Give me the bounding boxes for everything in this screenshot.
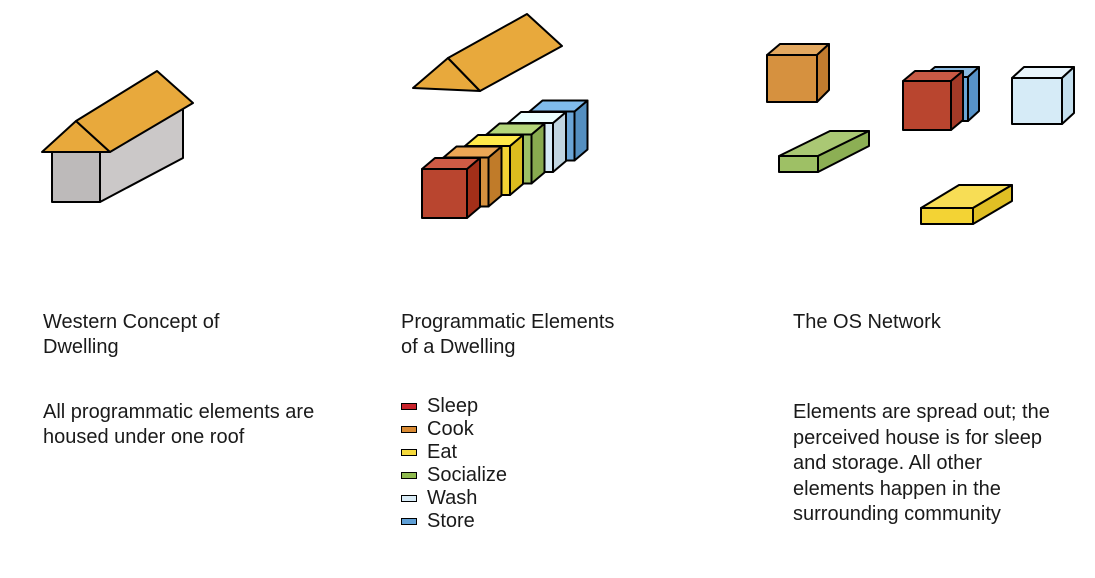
os-wash-cube	[1011, 66, 1075, 125]
house-roof	[75, 70, 194, 153]
legend-label-wash: Wash	[427, 487, 478, 509]
os-network-description: Elements are spread out; the perceived h…	[793, 401, 1050, 525]
os-network-blocks	[766, 43, 1075, 225]
programmatic-elements-title: Programmatic Elements of a Dwelling	[401, 311, 615, 358]
legend-label-store: Store	[427, 510, 475, 532]
legend-item-wash: Wash	[401, 487, 507, 510]
legend-label-cook: Cook	[427, 418, 474, 440]
western-concept-title: Western Concept of Dwelling	[43, 311, 220, 358]
legend-item-eat: Eat	[401, 441, 507, 464]
legend-item-cook: Cook	[401, 418, 507, 441]
socialize-swatch	[401, 472, 417, 479]
program-legend: Sleep Cook Eat Socialize Wash Store	[401, 395, 507, 533]
os-socialize-slab	[778, 130, 870, 173]
store-swatch	[401, 518, 417, 525]
house-front-wall	[51, 151, 101, 203]
program-block-row	[421, 99, 589, 219]
os-cook-cube	[766, 43, 830, 103]
os-sleep-cube	[902, 70, 964, 131]
legend-label-sleep: Sleep	[427, 395, 479, 417]
legend-item-store: Store	[401, 510, 507, 533]
western-house-illustration	[41, 70, 194, 203]
legend-label-eat: Eat	[427, 441, 458, 463]
legend-item-sleep: Sleep	[401, 395, 507, 418]
cook-swatch	[401, 426, 417, 433]
block-sleep-front	[421, 168, 468, 219]
western-concept-description: All programmatic elements are housed und…	[43, 401, 315, 448]
legend-label-socialize: Socialize	[427, 464, 508, 486]
wash-swatch	[401, 495, 417, 502]
detached-roof	[412, 13, 563, 92]
sleep-swatch	[401, 403, 417, 410]
os-network-title: The OS Network	[793, 311, 941, 333]
legend-item-socialize: Socialize	[401, 464, 507, 487]
eat-swatch	[401, 449, 417, 456]
block-sleep	[421, 157, 481, 219]
os-eat-slab	[920, 184, 1013, 225]
